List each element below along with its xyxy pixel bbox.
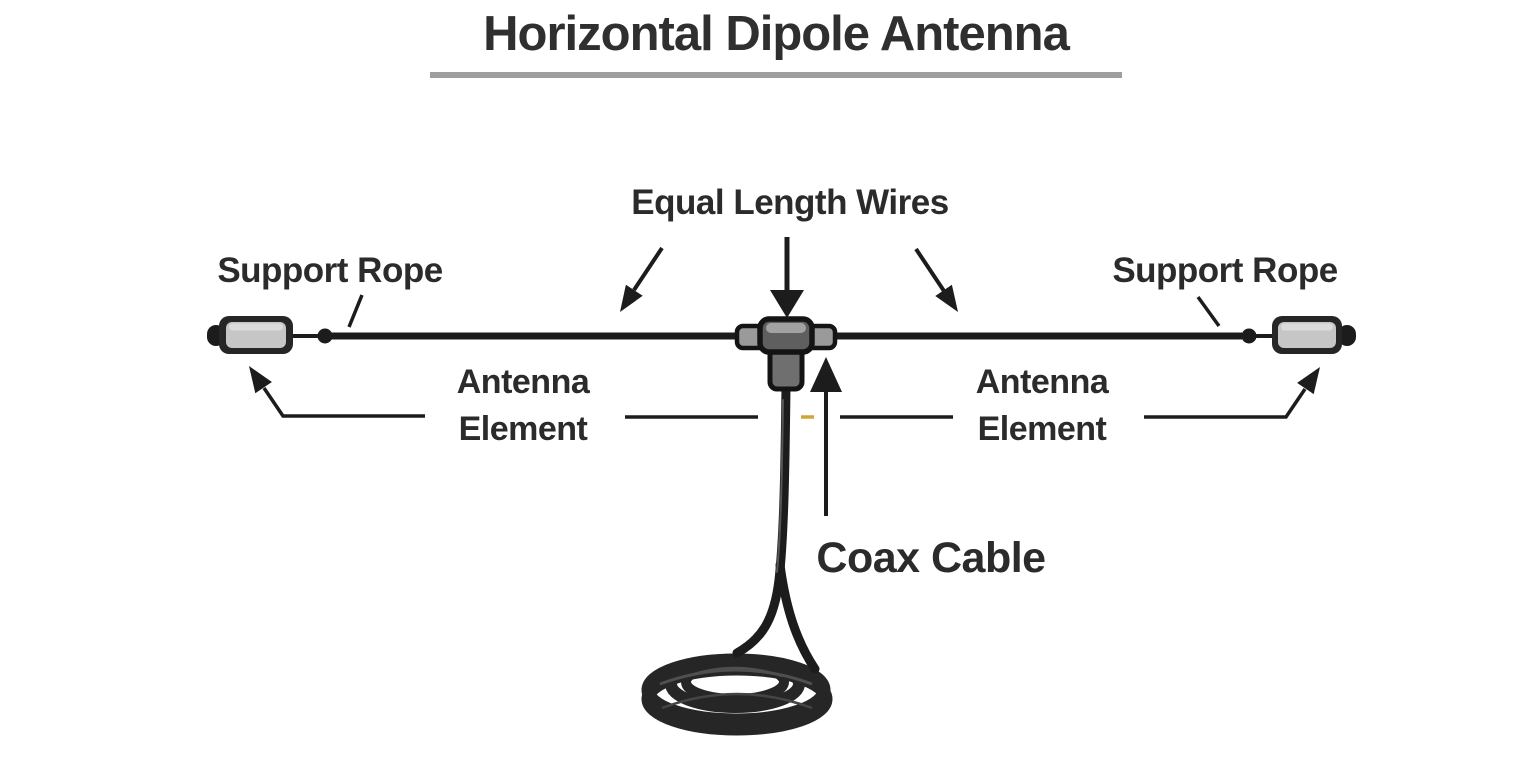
arrow-up-head-icon [810, 357, 842, 392]
equal-length-wires-arrows [620, 237, 958, 318]
antenna-element-right-label: Antenna Element [976, 359, 1109, 453]
antenna-element-right-line1: Antenna [975, 363, 1109, 401]
coax-cable-drop [732, 381, 820, 674]
coax-cable-arrow [810, 357, 842, 516]
coil-highlight-3 [661, 692, 813, 710]
coax-strand-main [732, 381, 791, 658]
support-rope-left-label: Support Rope [217, 251, 443, 290]
arrow-down-left-shaft [632, 246, 664, 292]
antenna-element-left-line1: Antenna [456, 363, 590, 401]
arrow-down-center-head-icon [770, 290, 804, 318]
antenna-element-left-arrowhead-icon [249, 366, 272, 394]
coil-ring-inner [681, 660, 789, 704]
antenna-element-left-line2: Element [458, 410, 588, 448]
coil-highlight-2 [687, 666, 783, 678]
support-rope-right-leader [1196, 295, 1221, 328]
coax-coil [641, 653, 833, 736]
coax-strand-highlight [776, 399, 784, 573]
right-insulator-highlight [1281, 323, 1333, 331]
antenna-element-left-label: Antenna Element [457, 359, 590, 453]
arrow-down-left-head-icon [620, 284, 643, 312]
right-insulator-nub [1338, 325, 1356, 346]
wire-right-knot [1241, 328, 1257, 344]
coax-strand-return [775, 560, 820, 674]
antenna-element-left-elbow [262, 387, 425, 418]
left-insulator-highlight [229, 323, 283, 331]
equal-length-wires-label: Equal Length Wires [631, 183, 949, 222]
antenna-element-right-elbow [1144, 388, 1307, 419]
center-feed-connector [734, 316, 838, 392]
antenna-wire [292, 328, 1274, 344]
title-underline [430, 72, 1122, 78]
left-insulator [207, 316, 293, 354]
arrow-down-right-head-icon [935, 284, 958, 312]
antenna-element-right-line2: Element [977, 410, 1107, 448]
right-insulator [1272, 316, 1356, 354]
coil-highlight-1 [659, 668, 813, 686]
arrow-down-right-shaft [914, 247, 946, 293]
page-title: Horizontal Dipole Antenna [483, 7, 1070, 61]
wire-left-knot [317, 328, 333, 344]
antenna-element-right-arrowhead-icon [1297, 367, 1320, 395]
coax-cable-label: Coax Cable [816, 534, 1046, 582]
connector-body-highlight [766, 323, 806, 333]
antenna-element-arrows [249, 366, 1320, 419]
support-rope-left-leader [347, 294, 364, 328]
leader-lines [347, 294, 1221, 419]
support-rope-right-label: Support Rope [1112, 251, 1338, 290]
